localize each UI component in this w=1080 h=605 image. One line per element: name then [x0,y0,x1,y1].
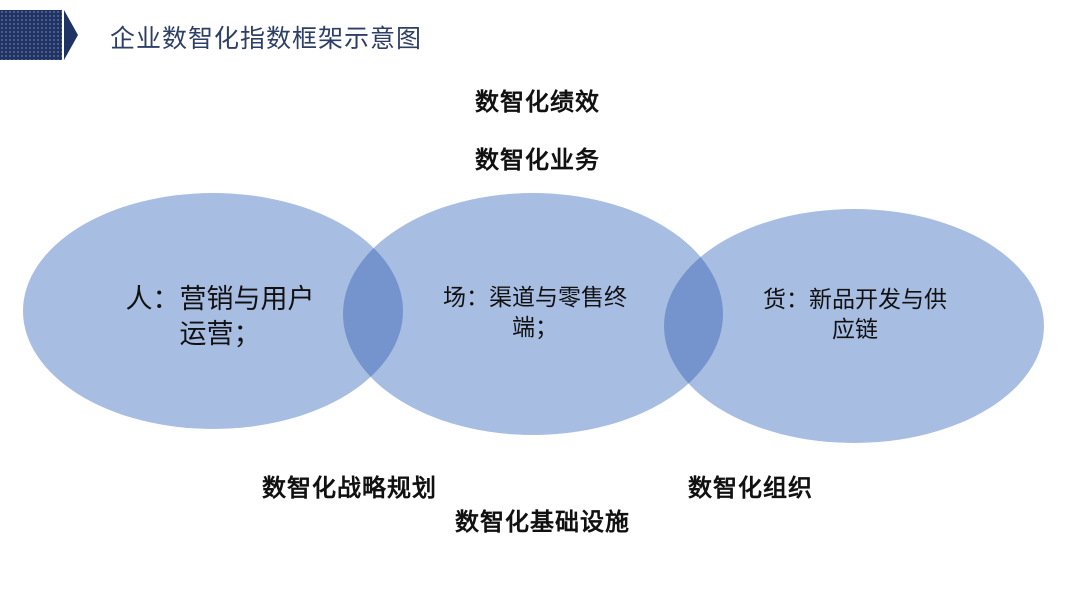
circle-people-line-1: 人：营销与用户 [125,284,315,315]
circle-goods-line-2: 应链 [832,316,878,343]
header-arrow-icon [64,10,78,60]
circle-place-line-1: 场：渠道与零售终 [443,285,627,311]
label-business: 数智化业务 [475,146,600,174]
header-decoration-block [0,10,62,60]
circle-people-line-2: 运营； [179,319,261,351]
label-infrastructure: 数智化基础设施 [455,508,630,536]
page-title: 企业数智化指数框架示意图 [110,24,423,53]
circle-goods-line-1: 货：新品开发与供 [763,287,947,313]
circle-people [23,193,403,429]
circle-place-line-2: 端； [512,314,558,341]
label-performance: 数智化绩效 [475,88,600,116]
circle-goods [664,209,1044,443]
circle-place [343,193,723,435]
circle-goods-label: 货：新品开发与供 应链 [740,286,970,346]
label-organization: 数智化组织 [688,474,813,502]
circle-place-label: 场：渠道与零售终 端； [420,284,650,344]
circle-people-label: 人：营销与用户 运营； [100,282,340,352]
label-strategy: 数智化战略规划 [262,474,437,502]
